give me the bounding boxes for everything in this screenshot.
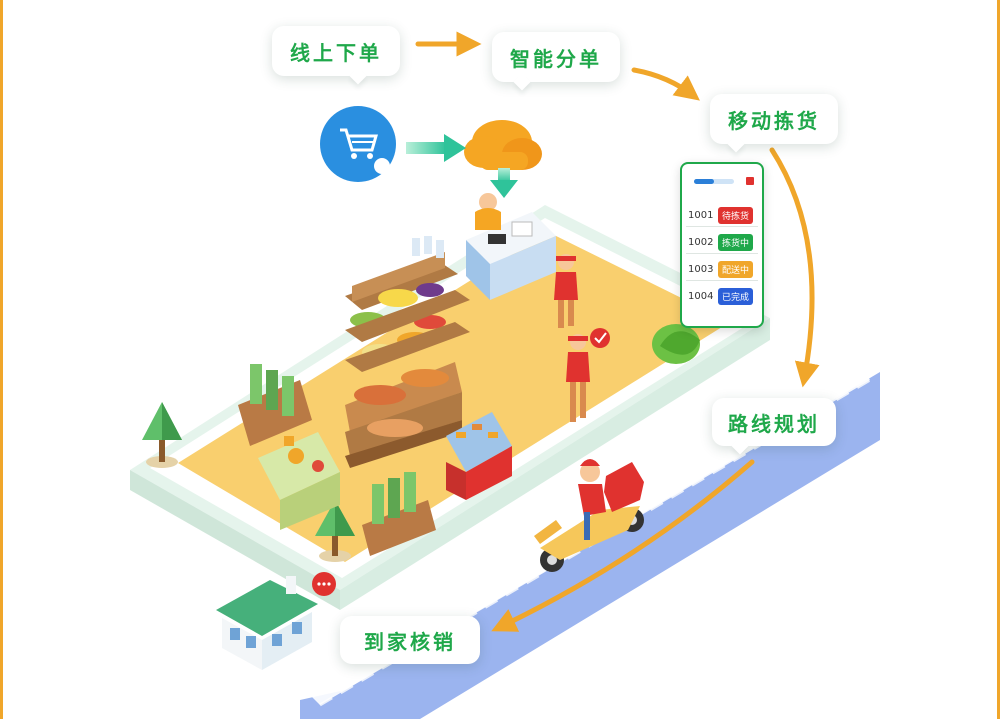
order-id: 1003 (688, 263, 714, 275)
panel-header (688, 174, 756, 188)
order-id: 1001 (688, 209, 714, 221)
order-row: 1004 已完成 (686, 285, 758, 307)
delivery-scooter (534, 459, 644, 572)
order-row: 1003 配送中 (686, 258, 758, 281)
order-id: 1004 (688, 290, 714, 302)
planter-left (238, 364, 312, 446)
planter-bottom (362, 472, 436, 556)
tree-left (142, 402, 182, 468)
cashier-counter (466, 193, 556, 300)
order-status-badge: 拣货中 (718, 233, 754, 251)
deli-fridge (446, 412, 512, 500)
vegetable-leaf (652, 324, 700, 364)
food-table (258, 432, 340, 530)
progress-bar (694, 179, 734, 184)
check-icon (590, 328, 610, 348)
close-icon (746, 177, 754, 185)
frame-border-right (997, 0, 1000, 719)
staff-picker-2 (566, 334, 590, 422)
order-row: 1001 待拣货 (686, 204, 758, 227)
chat-bubble-icon (312, 572, 336, 596)
shopping-cart-icon (320, 106, 396, 182)
produce-shelves (345, 236, 470, 468)
staff-picker-1 (554, 254, 578, 328)
order-status-badge: 待拣货 (718, 206, 754, 224)
flow-arrows (415, 31, 820, 632)
step-mobile-picking: 移动拣货 (710, 94, 838, 144)
order-id: 1002 (688, 236, 714, 248)
order-list-panel: 1001 待拣货 1002 拣货中 1003 配送中 1004 已完成 (680, 162, 764, 328)
green-arrow-cart-to-cloud (406, 134, 466, 162)
green-arrow-cloud-to-counter (490, 168, 518, 198)
step-route-planning: 路线规划 (712, 398, 836, 446)
frame-border-left (0, 0, 3, 719)
cloud-icon (464, 120, 542, 170)
house (216, 576, 318, 670)
step-home-verification: 到家核销 (340, 616, 480, 664)
tree-bottom (315, 500, 355, 562)
step-smart-dispatch: 智能分单 (492, 32, 620, 82)
order-status-badge: 已完成 (718, 287, 754, 305)
step-online-order: 线上下单 (272, 26, 400, 76)
order-row: 1002 拣货中 (686, 231, 758, 254)
order-status-badge: 配送中 (718, 260, 754, 278)
